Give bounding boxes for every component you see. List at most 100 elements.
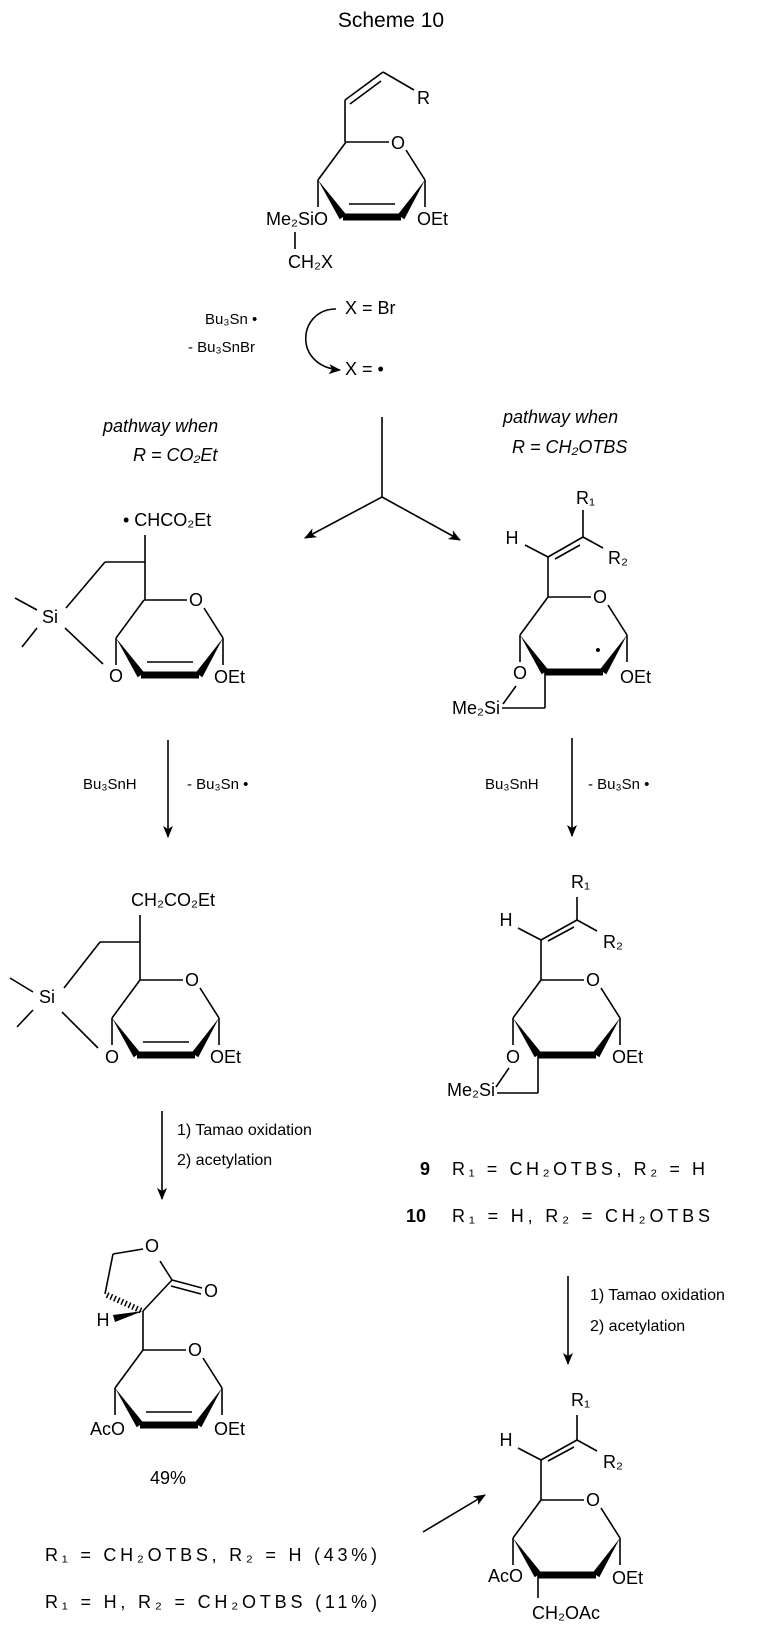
wedge-bond (599, 635, 627, 675)
silyl-label: Me₂Si (447, 1080, 495, 1100)
bond (115, 599, 145, 639)
ethoxy-label: OEt (612, 1568, 643, 1588)
wedge-bond (194, 1388, 222, 1428)
bond (547, 926, 575, 942)
pyranose-rings (111, 141, 628, 1579)
bridge-oxygen-label: O (506, 1047, 520, 1067)
bond (517, 1447, 542, 1461)
bond (63, 941, 101, 989)
acetoxy-label: AcO (90, 1419, 125, 1439)
step1-radical-generation: Bu₃Sn • - Bu₃SnBr X = Br X = • (188, 298, 396, 379)
r1-label: R₁ (571, 872, 590, 892)
radical-dot-label: • (595, 642, 600, 659)
scheme-title: Scheme 10 (338, 9, 444, 32)
final-product-structure: R₁ R₂ H O AcO OEt CH₂OAc (488, 1390, 643, 1623)
ring-oxygen-label: O (185, 970, 199, 990)
wedge-bond (195, 638, 223, 678)
bond (114, 1349, 144, 1389)
bond (199, 987, 220, 1019)
wedge-bond (318, 180, 347, 220)
step3-right-line2: 2) acetylation (590, 1318, 685, 1335)
wedge-bond (116, 638, 145, 678)
hashed-bond (105, 1292, 144, 1314)
wedge-bond (397, 180, 425, 220)
step3-left-line2: 2) acetylation (177, 1152, 272, 1169)
bond (547, 1446, 575, 1462)
wedge-bond (513, 1538, 542, 1578)
bond (21, 627, 38, 648)
pathway-left-line2: R = CO₂Et (133, 445, 218, 465)
silyl-ether-label: Me₂SiO (266, 209, 328, 229)
arrow-left-icon (304, 496, 383, 539)
bridge-oxygen-label: O (105, 1047, 119, 1067)
wedge-bond (592, 1018, 620, 1058)
wedge-bond (520, 635, 549, 675)
radical-left-structure: • CHCO₂Et Si O O OEt (14, 510, 245, 687)
bond (600, 1507, 621, 1539)
bond (519, 596, 549, 636)
bond (600, 987, 621, 1019)
bond (576, 1439, 598, 1452)
product-right-structure: R₁ R₂ H O O OEt Me₂Si (447, 872, 643, 1100)
bond (512, 1499, 542, 1539)
bond (111, 979, 141, 1019)
bridge-oxygen-label: O (513, 663, 527, 683)
bond (317, 141, 347, 181)
lactone-oxygen-label: O (145, 1236, 159, 1256)
hydrogen-label: H (97, 1310, 110, 1330)
bond (9, 977, 34, 993)
curved-arrow-icon (304, 308, 341, 375)
bond (14, 597, 38, 611)
wedge-bond (191, 1018, 219, 1058)
wedge-bond (113, 1311, 143, 1322)
arrow-right-icon (381, 496, 461, 541)
step3-right-line1: 1) Tamao oxidation (590, 1287, 725, 1304)
reagent-label: Bu₃Sn • (205, 311, 257, 328)
radical-right-structure: R₁ R₂ H O O OEt Me₂Si • (452, 488, 651, 718)
ch2oac-label: CH₂OAc (532, 1603, 600, 1623)
compound-number-9: 9 (420, 1159, 430, 1179)
r2-label: R₂ (603, 1452, 623, 1472)
r1-label: R₁ (571, 1390, 590, 1410)
x-before-label: X = Br (345, 298, 396, 318)
final-yield-line-2: R₁ = H, R₂ = CH₂OTBS (11%) (45, 1592, 377, 1612)
compound-9-description: R₁ = CH₂OTBS, R₂ = H (452, 1159, 705, 1179)
byproduct-label: - Bu₃SnBr (188, 339, 255, 356)
compound-10-description: R₁ = H, R₂ = CH₂OTBS (452, 1206, 710, 1226)
r2-label: R₂ (603, 932, 623, 952)
bond (16, 1009, 34, 1028)
wedge-bond (513, 1018, 542, 1058)
bond (524, 544, 549, 558)
silyl-label: Me₂Si (452, 698, 500, 718)
bond (202, 1357, 223, 1389)
bond (170, 1285, 202, 1295)
yield-label: 49% (150, 1468, 186, 1488)
arrow-diagonal-icon (422, 1494, 486, 1533)
bond (64, 627, 104, 665)
ch2x-label: CH₂X (288, 252, 333, 272)
bond (382, 71, 415, 91)
bond (349, 80, 382, 105)
silicon-label: Si (39, 987, 55, 1007)
ethoxy-label: OEt (214, 667, 245, 687)
ethoxy-label: OEt (612, 1047, 643, 1067)
side-chain-label: CH₂CO₂Et (131, 890, 215, 910)
pathway-left-line1: pathway when (102, 416, 218, 436)
bond (540, 919, 578, 941)
bond (582, 536, 604, 549)
bond (112, 1248, 144, 1255)
ethoxy-label: OEt (214, 1419, 245, 1439)
r2-label: R₂ (608, 548, 628, 568)
ring-oxygen-label: O (593, 587, 607, 607)
pathway-right-line2: R = CH₂OTBS (512, 437, 627, 457)
r-group-label: R (417, 88, 430, 108)
ring-oxygen-label: O (189, 590, 203, 610)
ethoxy-label: OEt (210, 1047, 241, 1067)
pathway-right-line1: pathway when (502, 407, 618, 427)
bond (495, 1067, 510, 1088)
ring-oxygen-label: O (188, 1340, 202, 1360)
bond (405, 149, 426, 181)
step2-left-byproduct: - Bu₃Sn • (187, 776, 248, 793)
hydrogen-label: H (500, 910, 513, 930)
